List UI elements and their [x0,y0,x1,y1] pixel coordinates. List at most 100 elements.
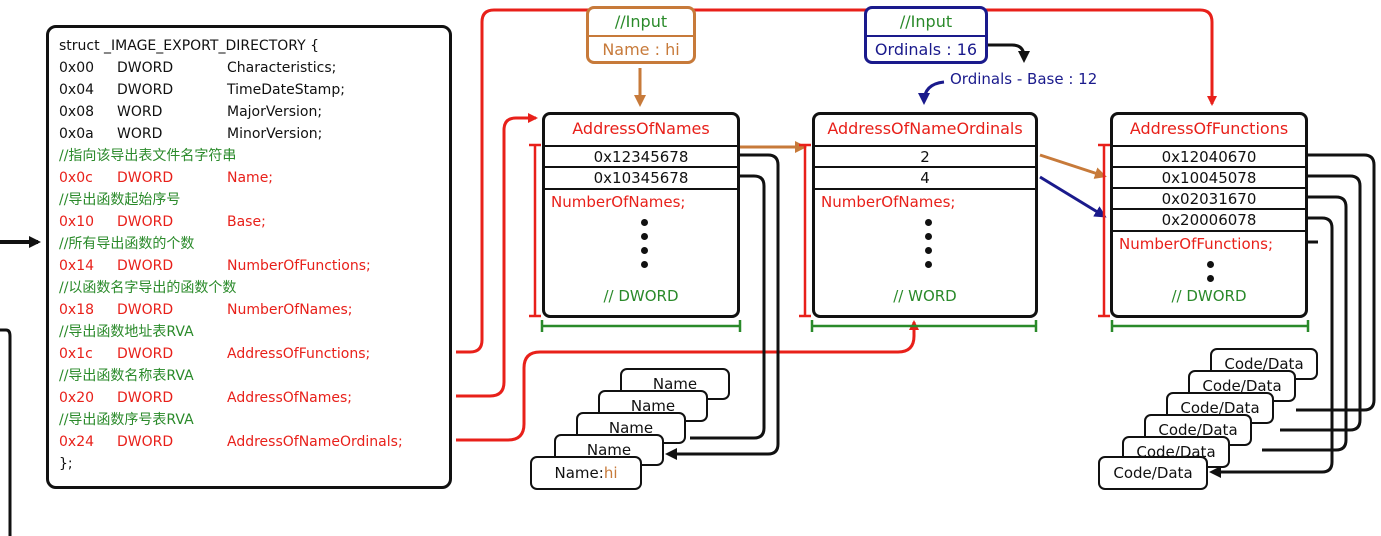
struct-text: //所有导出函数的个数 [59,236,195,252]
struct-line: struct _IMAGE_EXPORT_DIRECTORY { [59,35,319,57]
name-input-box: //Input Name : hi [586,6,696,64]
struct-type: DWORD [117,214,174,230]
struct-line: //导出函数地址表RVA [59,321,194,343]
address-of-name-ordinals-table: AddressOfNameOrdinals 2 4 NumberOfNames;… [812,112,1038,318]
struct-line: //导出函数名称表RVA [59,365,194,387]
struct-offset: 0x14 [59,258,95,274]
code-data-card: Code/Data [1166,392,1274,424]
struct-type: WORD [117,104,163,120]
name-card: Name [576,412,686,444]
partial-box-edge [0,328,12,536]
ellipsis-dot [641,219,648,226]
names-type: // DWORD [603,287,679,305]
code-data-card: Code/Data [1188,370,1296,402]
struct-offset: 0x10 [59,214,95,230]
ordinal-input-header: //Input [867,9,985,37]
struct-line: //导出函数起始序号 [59,189,180,211]
functions-row-2: 0x02031670 [1113,187,1305,209]
struct-type: DWORD [117,302,174,318]
names-row-1: 0x10345678 [545,166,737,190]
struct-type: DWORD [117,170,174,186]
struct-text: //导出函数地址表RVA [59,324,194,340]
struct-type: DWORD [117,258,174,274]
ordinals-row-1: 4 [815,166,1035,190]
struct-text: //导出函数序号表RVA [59,412,194,428]
address-of-names-table: AddressOfNames 0x12345678 0x10345678 Num… [542,112,740,318]
struct-field: AddressOfNameOrdinals; [227,434,403,450]
struct-field: AddressOfFunctions; [227,346,371,362]
struct-line: }; [59,453,73,475]
struct-line: //所有导出函数的个数 [59,233,194,255]
struct-text: //指向该导出表文件名字符串 [59,148,237,164]
functions-type: // DWORD [1171,287,1247,305]
struct-text: //导出函数起始序号 [59,192,181,208]
struct-line: //指向该导出表文件名字符串 [59,145,236,167]
names-count: NumberOfNames; [551,193,686,211]
ordinal-minus-base-note: Ordinals - Base : 12 [950,70,1098,88]
name-input-value: Name : hi [602,40,680,59]
struct-field: NumberOfFunctions; [227,258,371,274]
ellipsis-dot [925,261,932,268]
struct-type: DWORD [117,434,174,450]
functions-count: NumberOfFunctions; [1119,235,1274,253]
names-row-0: 0x12345678 [545,145,737,167]
ellipsis-dot [925,233,932,240]
struct-type: DWORD [117,82,174,98]
struct-field: TimeDateStamp; [227,82,345,98]
address-of-functions-pointer [456,8,1217,354]
struct-field: Characteristics; [227,60,337,76]
struct-offset: 0x0a [59,126,94,142]
struct-text: }; [59,456,73,472]
struct-type: DWORD [117,60,174,76]
ellipsis-dot [925,219,932,226]
struct-type: DWORD [117,346,174,362]
struct-field: Base; [227,214,266,230]
ellipsis-dot [925,247,932,254]
struct-field: Name; [227,170,274,186]
struct-field: MinorVersion; [227,126,323,142]
struct-offset: 0x08 [59,104,95,120]
struct-offset: 0x04 [59,82,95,98]
struct-line: //导出函数序号表RVA [59,409,194,431]
ellipsis-dot [1207,261,1214,268]
struct-offset: 0x20 [59,390,95,406]
count-brackets [529,143,1110,318]
struct-type: WORD [117,126,163,142]
ordinals-table-title: AddressOfNameOrdinals [827,119,1023,138]
ellipsis-dot [641,247,648,254]
struct-offset: 0x0c [59,170,93,186]
size-brackets [540,320,1310,332]
address-of-names-pointer [456,113,538,398]
struct-text: //以函数名字导出的函数个数 [59,280,237,296]
functions-table-title: AddressOfFunctions [1129,119,1289,138]
ellipsis-dot [641,233,648,240]
functions-row-0: 0x12040670 [1113,145,1305,167]
struct-type: DWORD [117,390,174,406]
struct-offset: 0x18 [59,302,95,318]
struct-field: NumberOfNames; [227,302,353,318]
struct-offset: 0x1c [59,346,93,362]
struct-text: struct _IMAGE_EXPORT_DIRECTORY { [59,38,320,54]
name-card-hi: Name:hi [530,456,642,490]
address-of-name-ordinals-pointer [456,320,919,442]
struct-field: AddressOfNames; [227,390,353,406]
struct-line: //以函数名字导出的函数个数 [59,277,236,299]
struct-offset: 0x00 [59,60,95,76]
ellipsis-dot [1207,275,1214,282]
ordinals-type: // WORD [893,287,957,305]
struct-offset: 0x24 [59,434,95,450]
name-input-header: //Input [589,9,693,37]
names-table-title: AddressOfNames [572,119,710,138]
ellipsis-dot [641,261,648,268]
ordinal-input-value: Ordinals : 16 [874,40,978,59]
ordinal-input-box: //Input Ordinals : 16 [864,6,988,64]
struct-text: //导出函数名称表RVA [59,368,194,384]
address-of-functions-table: AddressOfFunctions 0x12040670 0x10045078… [1110,112,1308,318]
struct-field: MajorVersion; [227,104,323,120]
functions-row-1: 0x10045078 [1113,166,1305,188]
code-data-card-front: Code/Data [1098,456,1208,490]
ordinals-count: NumberOfNames; [821,193,956,211]
